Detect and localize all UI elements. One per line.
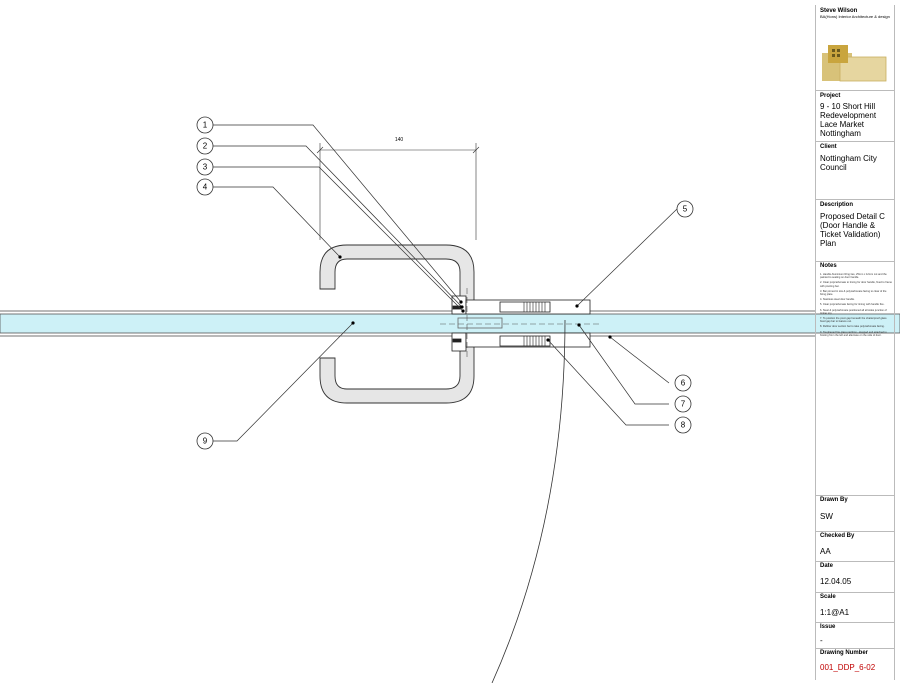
date-label: Date	[820, 563, 834, 569]
notes-block: Notes 1. Handle Aluminium Ring ties, 25m…	[820, 263, 892, 339]
callout-4: 4	[196, 178, 214, 196]
svg-text:3: 3	[203, 163, 208, 172]
centre-lines	[440, 288, 600, 360]
svg-text:4: 4	[203, 183, 208, 192]
note-5: 5. Clear polycarbonate facing for timing…	[820, 303, 885, 307]
svg-text:2: 2	[203, 142, 208, 151]
description-label: Description	[820, 202, 854, 208]
author-name: Steve Wilson	[820, 8, 858, 14]
note-7: 7. To position the pivot gap beneath the…	[820, 317, 887, 324]
svg-text:9: 9	[203, 437, 208, 446]
dimension-label: 140	[395, 137, 404, 143]
door-swing-arc	[491, 319, 566, 683]
checked-by-block: Checked By AA	[820, 533, 892, 556]
scale-block: Scale 1:1@A1	[820, 594, 892, 617]
drawn-by-label: Drawn By	[820, 497, 848, 503]
title-block: Steve Wilson BA(Hons) Interior Architect…	[815, 5, 895, 680]
callout-2: 2	[196, 137, 214, 155]
svg-text:5: 5	[683, 205, 688, 214]
drawn-by-block: Drawn By SW	[820, 497, 892, 521]
description-line-2: (Door Handle &	[820, 221, 876, 230]
svg-text:8: 8	[681, 421, 686, 430]
date-value: 12.04.05	[820, 577, 852, 586]
client-block: Client Nottingham City Council	[820, 144, 892, 172]
issue-value: -	[820, 636, 823, 645]
note-6: 6. Steel & polycarbonate positioned all …	[820, 308, 887, 315]
issue-label: Issue	[820, 624, 836, 630]
callout-1: 1	[196, 116, 214, 134]
door-handle-lower	[319, 342, 475, 404]
callout-6: 6	[674, 374, 692, 392]
fixing-assembly	[451, 295, 591, 352]
description-line-4: Plan	[820, 239, 837, 248]
description-line-3: Ticket Validation)	[820, 230, 881, 239]
svg-text:6: 6	[681, 379, 686, 388]
notes-label: Notes	[820, 263, 837, 269]
note-4: 4. Stainless steel door handle.	[820, 298, 855, 302]
project-block: Project 9 - 10 Short Hill Redevelopment …	[820, 93, 892, 138]
validator-ribs	[523, 302, 546, 346]
scale-label: Scale	[820, 594, 836, 600]
note-2: 2. Clear polycarbonate to timing for doo…	[820, 281, 892, 288]
drawing-number-block: Drawing Number 001_DDP_6-02	[820, 650, 892, 672]
checked-by-label: Checked By	[820, 533, 855, 539]
leader-lines	[213, 124, 678, 442]
drawn-by-value: SW	[820, 512, 833, 521]
callout-3: 3	[196, 158, 214, 176]
note-8: 8. Rubber door section bar to take polyc…	[820, 325, 885, 329]
client-line-1: Nottingham City	[820, 154, 877, 163]
project-line-2: Redevelopment	[820, 111, 877, 120]
callout-9: 9	[196, 432, 214, 450]
drawing-number-label: Drawing Number	[820, 650, 869, 656]
project-line-3: Lace Market	[820, 120, 865, 129]
author-block: Steve Wilson BA(Hons) Interior Architect…	[820, 8, 892, 19]
svg-text:1: 1	[203, 121, 208, 130]
date-block: Date 12.04.05	[820, 563, 892, 586]
note-1: 1. Handle Aluminium Ring ties, 25mm x 12…	[820, 273, 887, 280]
project-line-4: Nottingham	[820, 129, 861, 138]
note-3: 3. Bar pinned in tow & polycarbonate fac…	[820, 289, 887, 297]
project-label: Project	[820, 93, 841, 99]
callout-7: 7	[674, 395, 692, 413]
author-subtitle: BA(Hons) Interior Architecture & design	[820, 14, 890, 19]
drawing-number-value: 001_DDP_6-02	[820, 663, 876, 672]
author-logo	[822, 45, 887, 82]
client-label: Client	[820, 144, 837, 150]
description-block: Description Proposed Detail C (Door Hand…	[820, 202, 892, 248]
svg-text:7: 7	[681, 400, 686, 409]
dimension-line	[316, 143, 480, 240]
callout-5: 5	[676, 200, 694, 218]
checked-by-value: AA	[820, 547, 831, 556]
leader-dots	[338, 255, 612, 342]
callout-8: 8	[674, 416, 692, 434]
project-line-1: 9 - 10 Short Hill	[820, 102, 876, 111]
description-line-1: Proposed Detail C	[820, 212, 885, 221]
scale-value: 1:1@A1	[820, 608, 850, 617]
issue-block: Issue -	[820, 624, 892, 645]
glass-partition	[0, 310, 900, 337]
client-line-2: Council	[820, 163, 847, 172]
note-9: 9. Toughened fire glass partition - Hugg…	[820, 330, 887, 337]
